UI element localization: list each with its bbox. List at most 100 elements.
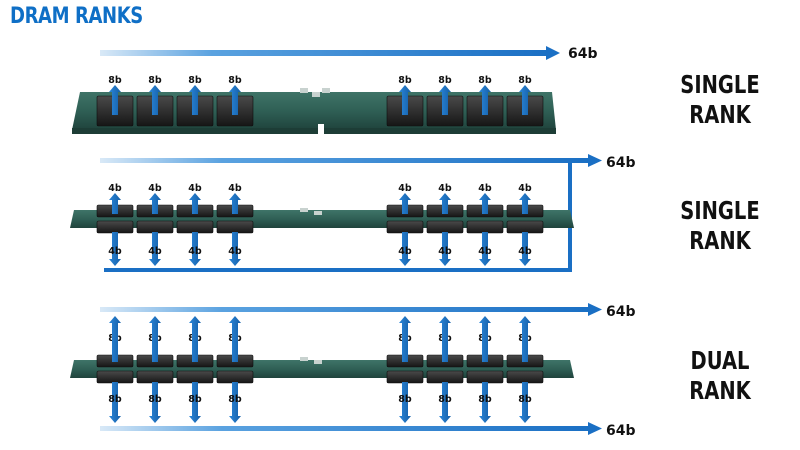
module-3-dram-chip-back: [386, 370, 424, 384]
module-2-dram-chip-back: [176, 220, 214, 234]
module-1-bus-label: 64b: [568, 46, 598, 62]
module-2-up-arrow: [109, 193, 121, 214]
module-3-down-arrow: [399, 382, 411, 423]
module-1-rank-label-line2: RANK: [689, 100, 751, 129]
module-2-dram-chip-back: [466, 220, 504, 234]
module-3-lane-arrows: 8b8b8b8b8b8b8b8b8b8b8b8b8b8b8b8b: [108, 316, 532, 423]
module-3-bus-label-bottom: 64b: [606, 423, 636, 439]
module-3-lane-label-bottom: 8b: [438, 394, 452, 405]
diagram-title: DRAM RANKS: [10, 4, 143, 29]
module-2-dram-chip-back: [216, 220, 254, 234]
module-1-pcb-notch: [318, 124, 324, 134]
module-2-down-arrow: [109, 232, 121, 266]
module-2-bus-arrowhead: [588, 154, 602, 167]
module-2-chips: [96, 204, 544, 234]
module-2-lane-label-top: 4b: [398, 183, 412, 194]
module-3-down-arrow: [479, 382, 491, 423]
module-1-spd-chip: [322, 88, 330, 93]
module-3-down-arrow: [189, 382, 201, 423]
module-2-lane-label-top: 4b: [228, 183, 242, 194]
module-2-dram-chip-back: [386, 220, 424, 234]
module-2-spd-chip: [314, 211, 322, 215]
module-2-lane-label-bottom: 4b: [108, 246, 122, 257]
module-2-dram-chip-back: [96, 220, 134, 234]
module-3-up-arrow: [399, 316, 411, 362]
module-1-bus-arrowhead: [546, 46, 560, 60]
module-1-up-arrow: [149, 85, 161, 115]
module-3-up-arrow: [189, 316, 201, 362]
module-2-down-arrow: [479, 232, 491, 266]
module-1-spd-chip: [312, 92, 320, 97]
module-2-up-arrow: [479, 193, 491, 214]
module-3-down-arrow: [519, 382, 531, 423]
module-1-lane-arrows: 8b 8b 8b 8b 8b 8b 8b 8b: [108, 75, 532, 115]
module-3-up-arrow: [149, 316, 161, 362]
module-1-bus-line: [100, 50, 548, 56]
module-3-up-arrow: [479, 316, 491, 362]
module-2-up-arrow: [399, 193, 411, 214]
module-2-rank-label-line2: RANK: [689, 226, 751, 255]
module-3-lane-label-bottom: 8b: [148, 394, 162, 405]
module-1-lane-label: 8b: [438, 75, 452, 86]
module-3-down-arrow: [229, 382, 241, 423]
module-1-up-arrow: [519, 85, 531, 115]
module-3-up-arrow: [439, 316, 451, 362]
module-3-lane-label-bottom: 8b: [398, 394, 412, 405]
module-2-dram-chip-back: [506, 220, 544, 234]
module-3-up-arrow: [519, 316, 531, 362]
module-2-lane-label-bottom: 4b: [148, 246, 162, 257]
module-2-lane-label-bottom: 4b: [398, 246, 412, 257]
module-3-lane-label-bottom: 8b: [108, 394, 122, 405]
module-3-dram-chip-back: [216, 370, 254, 384]
module-1-pcb-edge: [72, 128, 556, 134]
module-3-spd-chip: [314, 360, 322, 364]
module-3-dram-chip-back: [176, 370, 214, 384]
module-1-lane-label: 8b: [188, 75, 202, 86]
module-3-spd-chip: [300, 357, 308, 361]
module-2-dram-chip-back: [426, 220, 464, 234]
module-3-rank-label-line1: DUAL: [690, 346, 750, 375]
module-2-bus-line-bottom: [104, 268, 572, 272]
module-1-lane-label: 8b: [518, 75, 532, 86]
module-1-single-rank: 64b 8b 8b 8b 8b 8b 8b 8b 8b: [72, 46, 598, 134]
module-1-up-arrow: [109, 85, 121, 115]
module-2-spd-chip: [300, 208, 308, 212]
module-2-lane-label-top: 4b: [478, 183, 492, 194]
module-1-spd-chip: [300, 88, 308, 93]
module-2-lane-label-top: 4b: [518, 183, 532, 194]
module-2-up-arrow: [149, 193, 161, 214]
module-3-rank-label: DUAL RANK: [665, 346, 774, 406]
module-2-bus-label: 64b: [606, 155, 636, 171]
module-3-bus-arrowhead-top: [588, 303, 602, 316]
module-2-down-arrow: [519, 232, 531, 266]
module-3-lane-label-bottom: 8b: [188, 394, 202, 405]
module-2-lane-label-bottom: 4b: [228, 246, 242, 257]
module-3-lane-label-bottom: 8b: [228, 394, 242, 405]
module-3-lane-label-bottom: 8b: [518, 394, 532, 405]
module-3-dram-chip-back: [136, 370, 174, 384]
module-1-lane-label: 8b: [108, 75, 122, 86]
module-1-lane-label: 8b: [478, 75, 492, 86]
module-2-down-arrow: [229, 232, 241, 266]
module-2-lane-label-bottom: 4b: [438, 246, 452, 257]
module-1-lane-label: 8b: [148, 75, 162, 86]
module-1-up-arrow: [399, 85, 411, 115]
module-1-lane-label: 8b: [228, 75, 242, 86]
module-1-lane-label: 8b: [398, 75, 412, 86]
module-3-dram-chip-back: [466, 370, 504, 384]
module-2-up-arrow: [519, 193, 531, 214]
module-2-lane-label-bottom: 4b: [478, 246, 492, 257]
module-3-down-arrow: [149, 382, 161, 423]
module-2-lane-label-top: 4b: [148, 183, 162, 194]
module-1-up-arrow: [479, 85, 491, 115]
module-1-rank-label-line1: SINGLE: [680, 70, 760, 99]
module-3-bus-line-bottom: [100, 426, 590, 431]
module-1-up-arrow: [229, 85, 241, 115]
module-3-bus-arrow-bottom: [100, 422, 602, 435]
module-1-bus-arrow: [100, 46, 560, 60]
module-2-lane-label-bottom: 4b: [518, 246, 532, 257]
module-2-down-arrow: [189, 232, 201, 266]
